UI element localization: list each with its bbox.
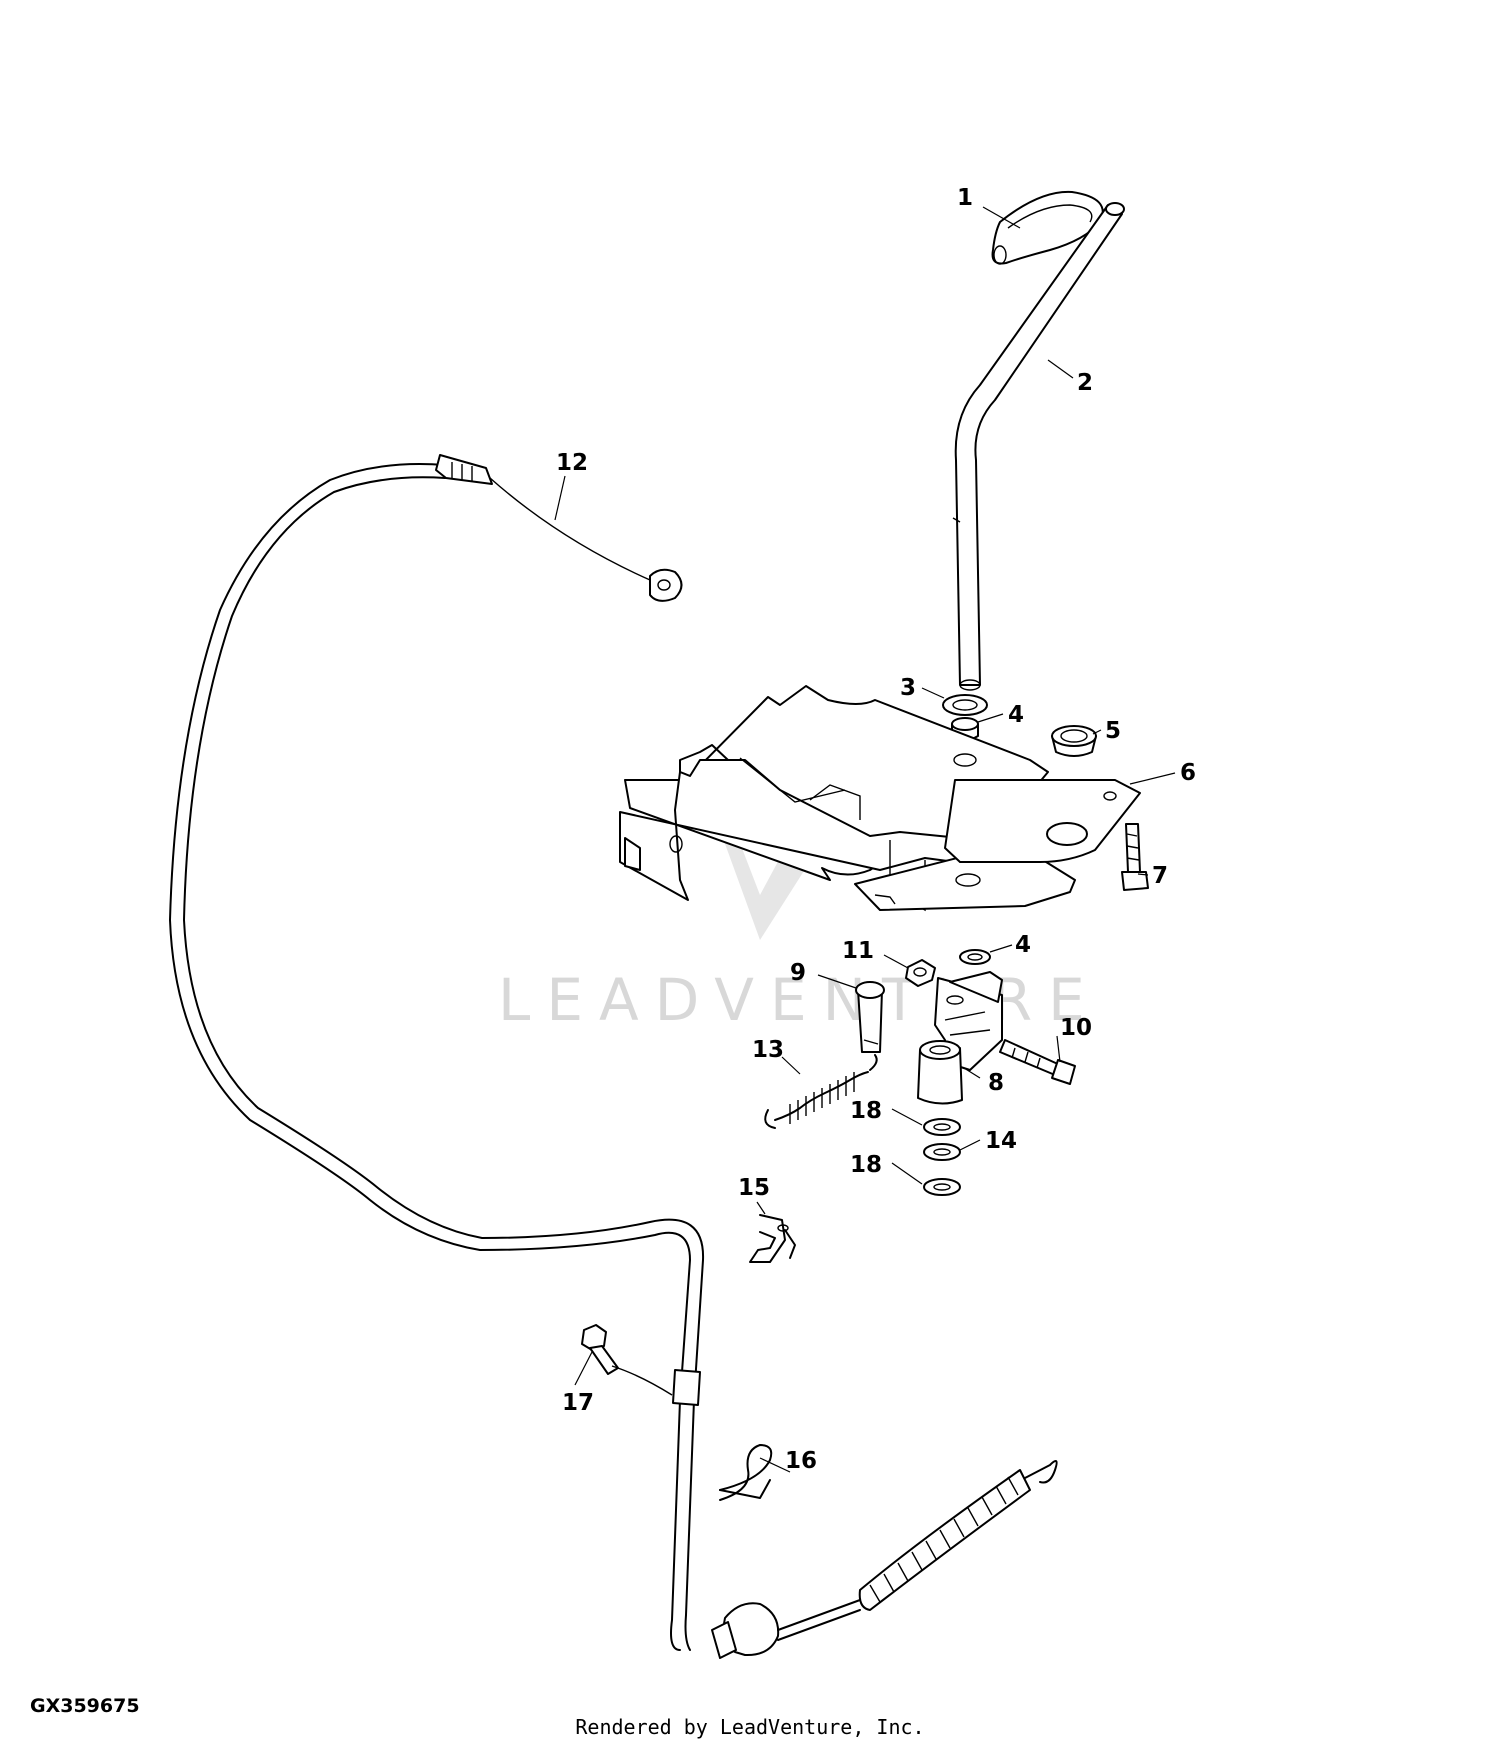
watermark-logo [720,740,830,940]
callout-4-lower: 4 [1015,932,1031,958]
callout-18-upper: 18 [850,1098,882,1124]
part-18-washer-lower[interactable] [923,1178,961,1196]
part-17-fastener[interactable] [581,1324,673,1396]
part-15-clip[interactable] [749,1214,796,1263]
callout-4-upper: 4 [1008,702,1024,728]
callout-labels: 1 2 3 4 5 6 7 4 9 11 10 13 8 18 14 18 15… [556,185,1196,1474]
part-6-bracket[interactable] [619,685,1141,912]
callout-14: 14 [985,1128,1017,1154]
part-4-washer-lower[interactable] [959,949,991,965]
callout-18-lower: 18 [850,1152,882,1178]
callout-9: 9 [790,960,806,986]
callout-3: 3 [900,675,916,701]
callout-7: 7 [1152,863,1168,889]
callout-15: 15 [738,1175,770,1201]
part-1-grip[interactable] [991,190,1104,265]
callout-13: 13 [752,1037,784,1063]
figure-id: GX359675 [30,1695,140,1717]
callout-5: 5 [1105,718,1121,744]
part-11-nut[interactable] [905,959,936,987]
part-18-washer-upper[interactable] [923,1118,961,1136]
part-9-pin[interactable] [855,981,885,1053]
callout-16: 16 [785,1448,817,1474]
leader-lines [554,206,1176,1473]
callout-10: 10 [1060,1015,1092,1041]
callout-2: 2 [1077,370,1093,396]
part-14-washer[interactable] [923,1143,961,1161]
callout-17: 17 [562,1390,594,1416]
part-2-lever-rod[interactable] [952,202,1125,691]
part-7-bolt[interactable] [1121,823,1149,891]
callout-6: 6 [1180,760,1196,786]
part-5-bushing[interactable] [1051,725,1097,757]
part-12-cable[interactable] [169,454,861,1659]
callout-11: 11 [842,938,874,964]
part-13-spring[interactable] [764,1054,878,1129]
cable-spring[interactable] [858,1460,1058,1611]
render-credit: Rendered by LeadVenture, Inc. [575,1715,925,1739]
callout-1: 1 [957,185,973,211]
part-10-bolt[interactable] [999,1039,1076,1085]
callout-8: 8 [988,1070,1004,1096]
callout-12: 12 [556,450,588,476]
part-3-bushing[interactable] [942,694,988,716]
part-16-hairpin[interactable] [719,1444,773,1501]
part-8-pivot-block[interactable] [917,971,1003,1105]
